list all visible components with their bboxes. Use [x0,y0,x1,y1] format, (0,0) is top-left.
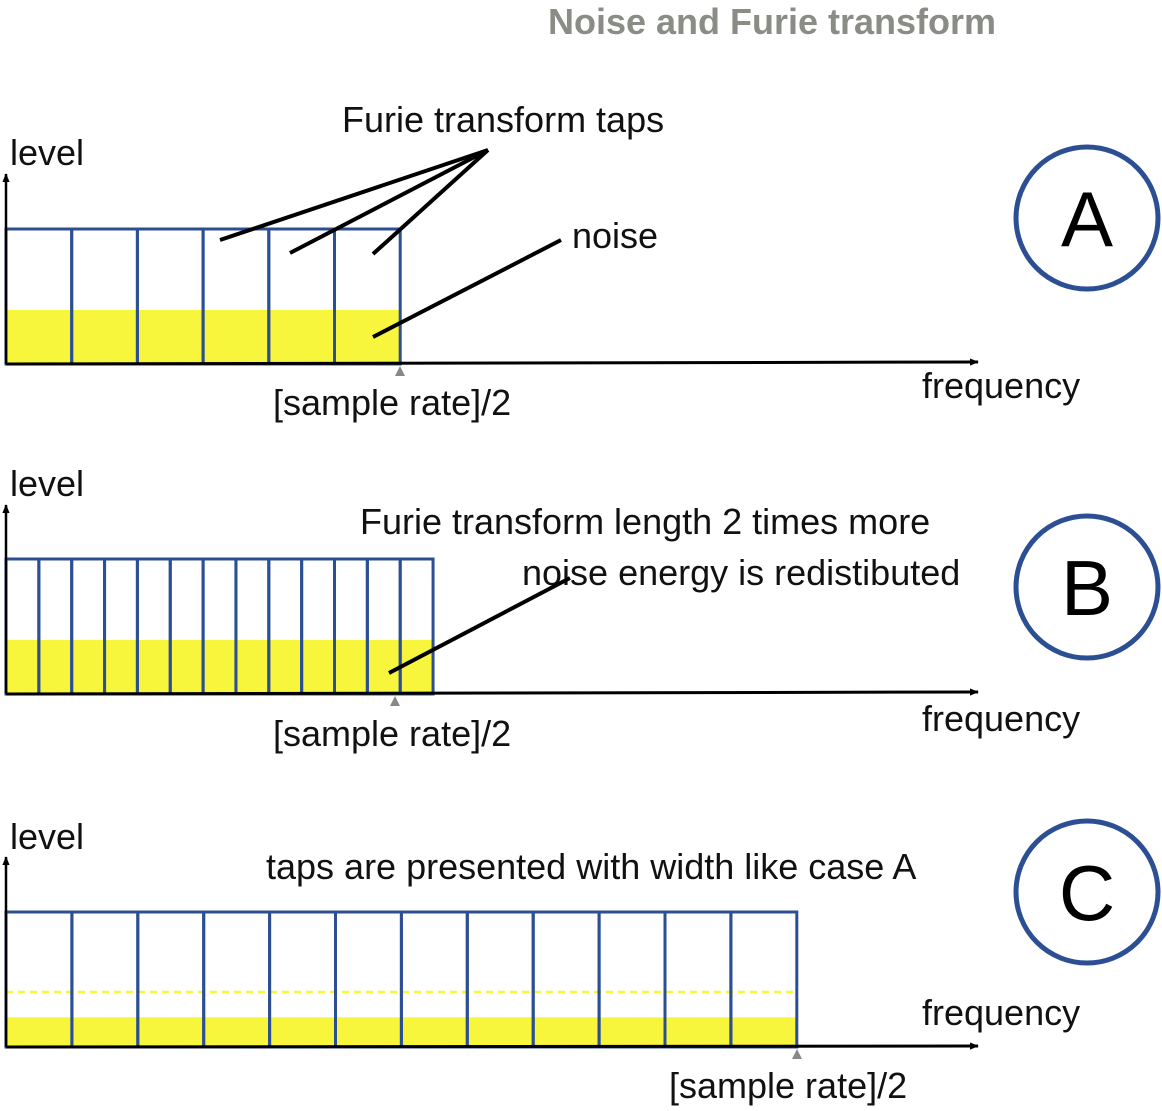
panel-b-cutoff-marker [390,696,400,706]
panel-b-noise-bars [6,640,434,694]
noise-bar [235,640,269,694]
noise-bar [268,310,335,364]
noise-bar [268,640,302,694]
panel-a-noise-annotation: noise [572,215,658,256]
panel-c-frequency-label: frequency [922,992,1080,1033]
noise-bar [599,1017,665,1047]
panel-c-cutoff-label: [sample rate]/2 [669,1065,907,1106]
noise-bar [533,1017,600,1047]
panel-c-noise-bars [6,1017,797,1047]
noise-bar [301,640,335,694]
panel-a-cutoff-marker [395,366,405,376]
panel-a-taps-annotation: Furie transform taps [342,99,664,140]
noise-bar [401,1017,468,1047]
noise-bar [137,310,204,364]
noise-bar [367,640,401,694]
panel-b-frequency-label: frequency [922,698,1080,739]
panel-b-cutoff-label: [sample rate]/2 [273,713,511,754]
panel-a-badge-ring [1013,144,1161,292]
noise-bar [400,640,434,694]
panel-a-leader-line [371,148,490,256]
noise-bar [334,640,368,694]
panel-c-badge: C [1059,849,1115,937]
panel-b: level frequency [sample rate]/2 Furie tr… [2,463,1161,754]
panel-b-level-label: level [10,463,84,504]
noise-bar [104,640,138,694]
noise-bar [6,310,72,364]
noise-bar [467,1017,534,1047]
noise-bar [203,640,236,694]
panel-b-badge-ring [1013,513,1161,661]
noise-bar [71,1017,138,1047]
noise-bar [38,640,72,694]
panel-a-frequency-label: frequency [922,365,1080,406]
panel-a-noise-bars [6,310,401,364]
panel-c-badge-ring [1013,818,1161,966]
noise-bar [71,310,138,364]
noise-bar [730,1017,797,1047]
panel-a-leader-line [289,148,489,255]
noise-bar [335,1017,402,1047]
noise-bar [203,310,269,364]
panel-b-badge: B [1061,544,1113,632]
noise-bar [137,1017,204,1047]
noise-bar [6,640,39,694]
panel-c-frequency-axis [5,1042,979,1050]
panel-a: level frequency [sample rate]/2 Furie tr… [2,99,1161,423]
noise-bar [269,1017,336,1047]
panel-b-leader-line [388,576,571,675]
panel-a-leader-line [372,238,562,339]
panel-c: level frequency [sample rate]/2 taps are… [2,816,1161,1106]
panel-a-cutoff-label: [sample rate]/2 [273,382,511,423]
panel-c-width-annotation: taps are presented with width like case … [266,846,916,887]
noise-bar [6,1017,72,1047]
panel-c-level-label: level [10,816,84,857]
panel-b-energy-annotation: noise energy is redistibuted [522,552,960,593]
noise-bar [71,640,105,694]
panel-c-cutoff-marker [792,1049,802,1059]
diagram-title: Noise and Furie transform [548,1,996,42]
panel-a-badge: A [1061,175,1113,263]
noise-bar [170,640,204,694]
panel-a-frequency-axis [5,358,979,366]
panel-a-level-label: level [10,132,84,173]
noise-bar [665,1017,731,1047]
panel-b-length-annotation: Furie transform length 2 times more [360,501,930,542]
noise-bar [334,310,401,364]
noise-bar [137,640,171,694]
panel-b-frequency-axis [5,688,979,696]
panel-a-leader-line [219,148,489,242]
noise-bar [203,1017,270,1047]
